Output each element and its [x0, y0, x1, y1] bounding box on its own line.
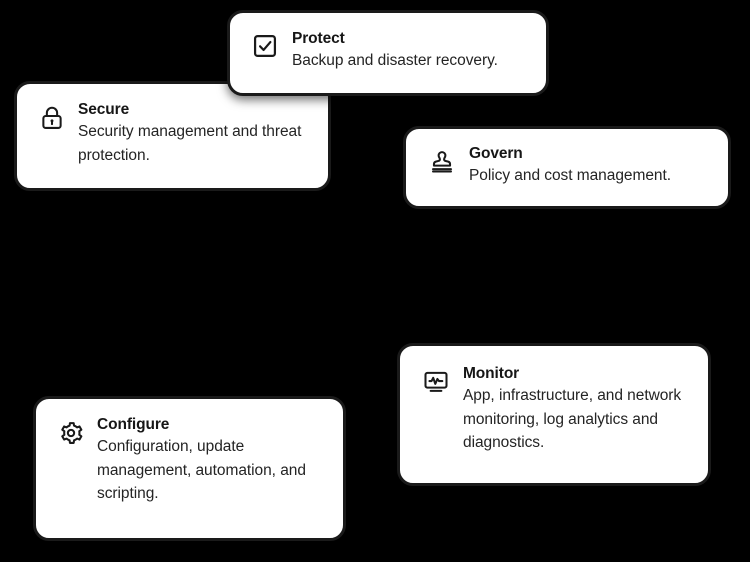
card-protect[interactable]: Protect Backup and disaster recovery.	[227, 10, 549, 96]
card-description: Backup and disaster recovery.	[292, 51, 498, 69]
card-monitor[interactable]: Monitor App, infrastructure, and network…	[397, 343, 711, 486]
checkbox-checked-icon	[250, 31, 280, 61]
card-text: Configure Configuration, update manageme…	[97, 416, 327, 506]
card-configure[interactable]: Configure Configuration, update manageme…	[33, 396, 346, 541]
monitor-pulse-icon	[421, 367, 451, 397]
gear-icon	[56, 418, 86, 448]
card-govern[interactable]: Govern Policy and cost management.	[403, 126, 731, 209]
card-secure[interactable]: Secure Security management and threat pr…	[14, 81, 331, 191]
card-description: Configuration, update management, automa…	[97, 437, 306, 503]
card-description: App, infrastructure, and network monitor…	[463, 386, 682, 452]
card-title: Configure	[97, 416, 170, 433]
card-text: Secure Security management and threat pr…	[78, 101, 312, 167]
padlock-icon	[37, 103, 67, 133]
card-text: Protect Backup and disaster recovery.	[292, 30, 528, 73]
card-text: Govern Policy and cost management.	[469, 145, 712, 188]
card-text: Monitor App, infrastructure, and network…	[463, 365, 692, 455]
card-title: Govern	[469, 145, 523, 162]
card-title: Monitor	[463, 365, 520, 382]
card-description: Security management and threat protectio…	[78, 122, 302, 164]
card-title: Protect	[292, 30, 345, 47]
card-title: Secure	[78, 101, 130, 118]
rubber-stamp-icon	[427, 147, 457, 177]
card-description: Policy and cost management.	[469, 166, 671, 184]
